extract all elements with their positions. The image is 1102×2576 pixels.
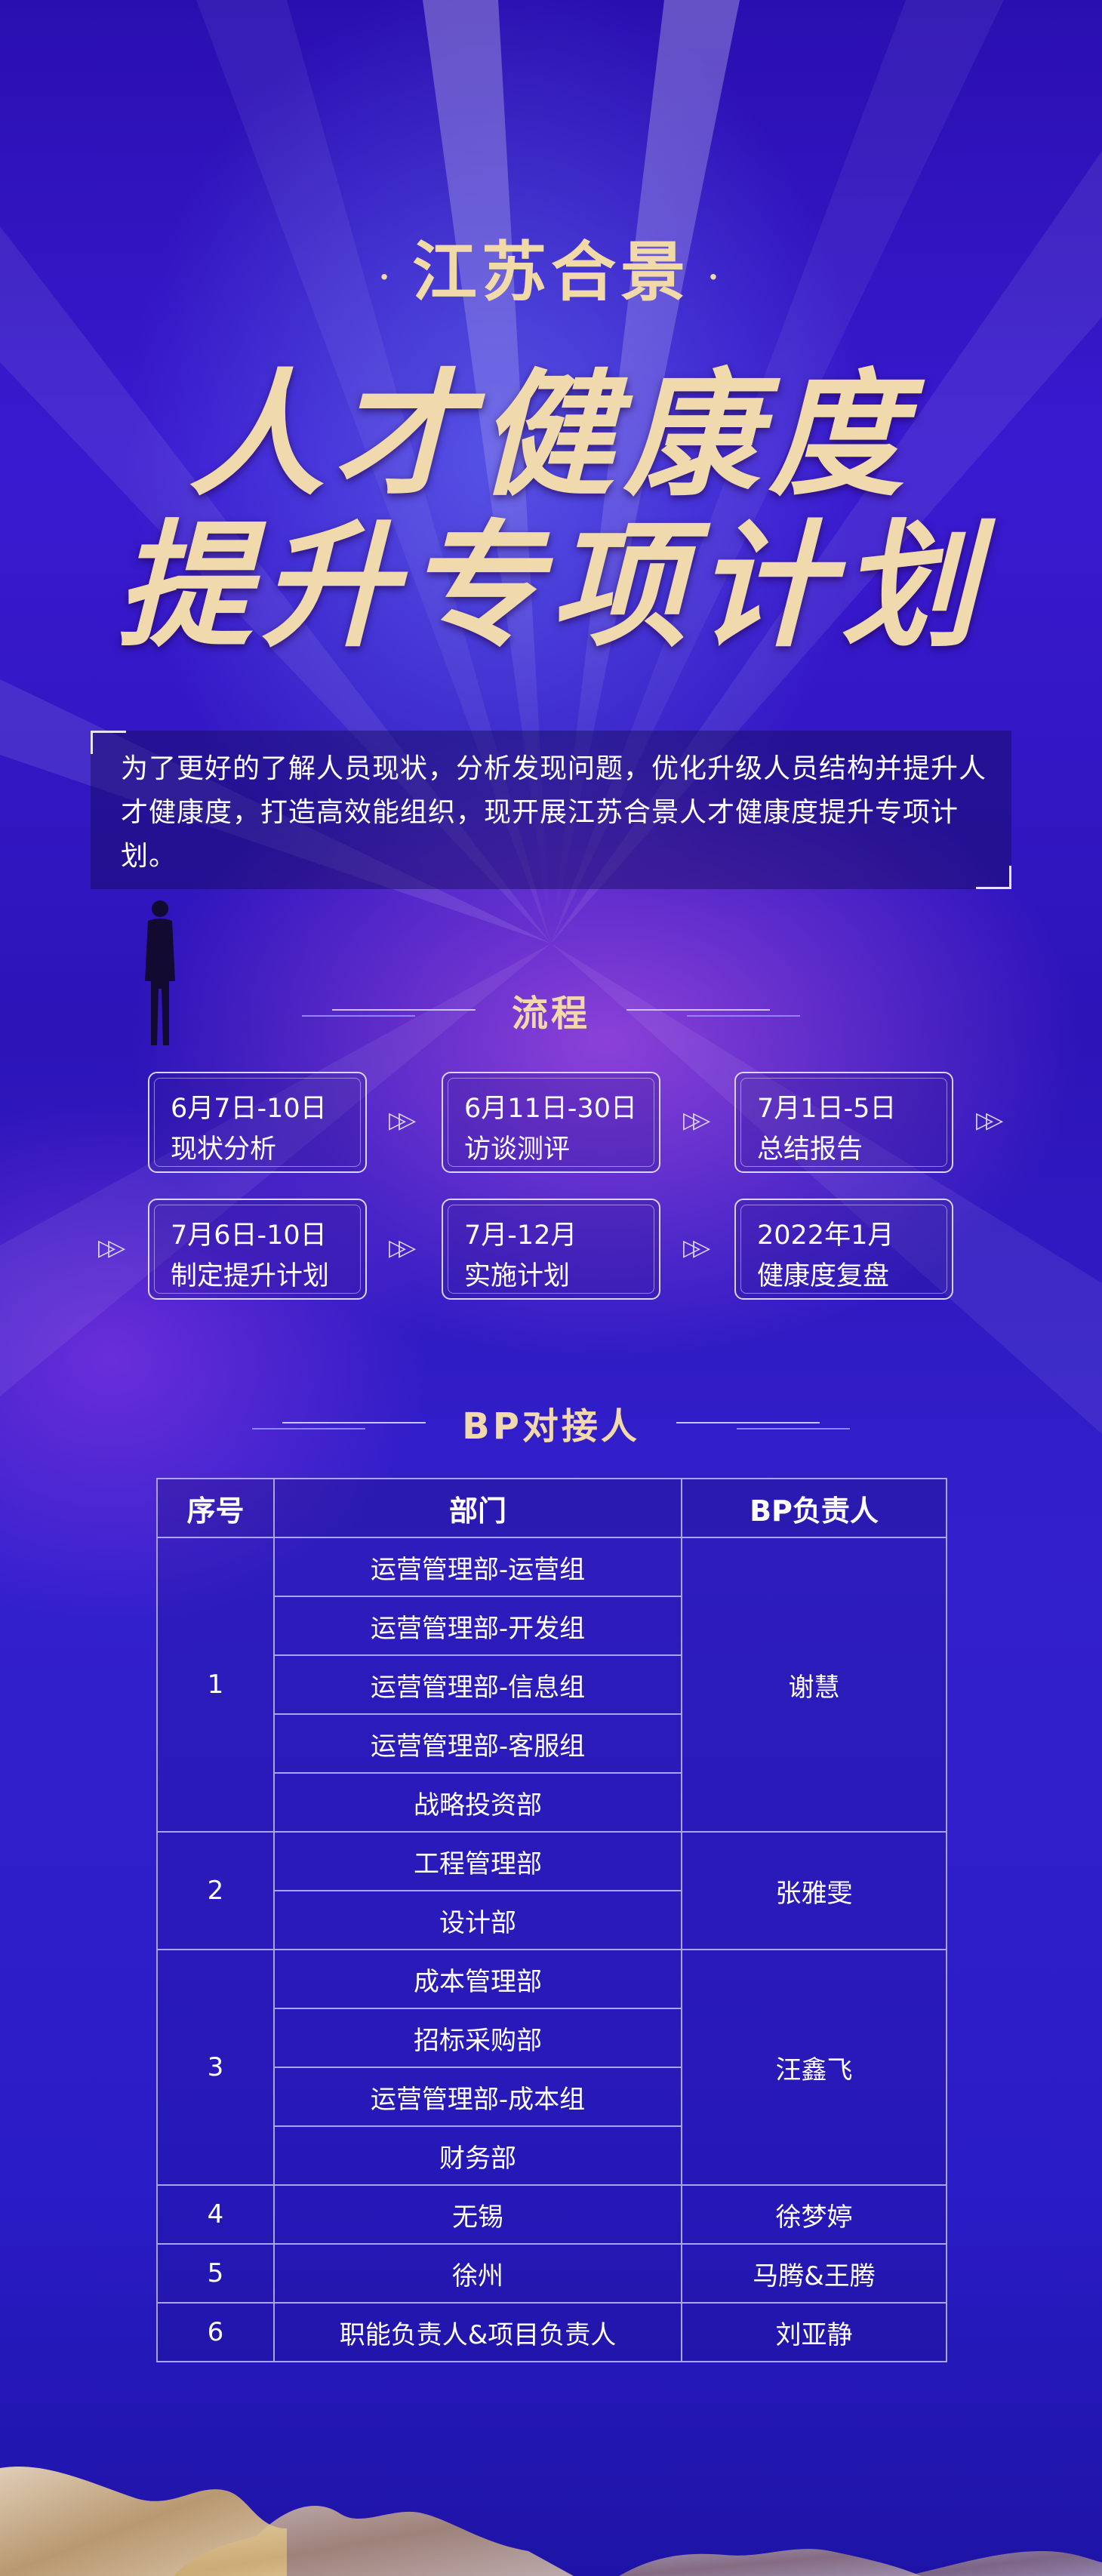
title-line-1: 人才健康度 [188,355,913,515]
dept-cell: 徐州 [273,2243,682,2304]
arrow-icon: ▷▷ [976,1107,1003,1134]
dept-cell: 运营管理部-成本组 [273,2067,682,2127]
divider [676,1422,850,1430]
table-row: 5 徐州 马腾&王腾 [156,2243,947,2304]
arrow-icon: ▷▷ [389,1235,416,1261]
step-date: 7月6日-10日 [171,1220,327,1251]
table-row: 6 职能负责人&项目负责人 刘亚静 [156,2302,947,2362]
owner-cell: 马腾&王腾 [681,2243,947,2304]
divider [301,1009,476,1017]
owner-cell: 谢慧 [681,1537,947,1833]
bp-table: 序号 部门 BP负责人 1 运营管理部-运营组 谢慧 运营管理部-开发组 运营管… [156,1478,947,2362]
step-name: 健康度复盘 [757,1261,890,1291]
dept-cell: 运营管理部-信息组 [273,1654,682,1715]
arrow-icon: ▷▷ [98,1235,125,1261]
process-step: 7月1日-5日 总结报告 [734,1072,953,1173]
owner-cell: 徐梦婷 [681,2184,947,2245]
table-row: 招标采购部 [157,2008,947,2068]
arrow-icon: ▷▷ [683,1235,710,1261]
header-no: 序号 [156,1478,275,1538]
dept-cell: 招标采购部 [273,2008,682,2068]
process-title: 流程 [511,993,590,1035]
table-row: 设计部 [157,1890,947,1950]
step-date: 6月11日-30日 [464,1094,637,1124]
dept-cell: 运营管理部-运营组 [273,1537,682,1597]
table-row: 运营管理部-开发组 [157,1596,947,1656]
group-no: 1 [156,1537,275,1833]
header-dept: 部门 [273,1478,682,1538]
owner-cell: 刘亚静 [681,2302,947,2362]
table-row: 战略投资部 [157,1772,947,1833]
bp-header: BP对接人 [0,1396,1102,1449]
gold-brush-decoration [0,2467,1102,2576]
company-title: ·江苏合景· [379,234,723,310]
intro-text: 为了更好的了解人员现状，分析发现问题，优化升级人员结构并提升人才健康度，打造高效… [121,753,987,872]
group-no: 5 [156,2243,275,2304]
corner-decoration [91,731,126,754]
bp-title: BP对接人 [462,1405,640,1448]
owner-cell: 张雅雯 [681,1831,947,1950]
step-name: 制定提升计划 [171,1261,330,1291]
divider [626,1009,800,1017]
table-row: 运营管理部-成本组 [157,2067,947,2127]
title-line-2: 提升专项计划 [115,506,986,666]
process-step: 2022年1月 健康度复盘 [734,1199,953,1300]
process-step: 7月-12月 实施计划 [442,1199,660,1300]
step-date: 7月-12月 [464,1220,577,1251]
process-step: 7月6日-10日 制定提升计划 [148,1199,367,1300]
table-header-row: 序号 部门 BP负责人 [156,1478,947,1538]
group-no: 3 [156,1949,275,2186]
table-row: 1 运营管理部-运营组 谢慧 [156,1537,947,1833]
dept-cell: 职能负责人&项目负责人 [273,2302,682,2362]
step-name: 总结报告 [757,1134,863,1165]
corner-decoration [976,866,1011,889]
process-step: 6月11日-30日 访谈测评 [442,1072,660,1173]
dept-cell: 运营管理部-开发组 [273,1596,682,1656]
dept-cell: 财务部 [273,2125,682,2186]
group-no: 2 [156,1831,275,1950]
table-row: 运营管理部-客服组 [157,1713,947,1774]
owner-cell: 汪鑫飞 [681,1949,947,2186]
dept-cell: 运营管理部-客服组 [273,1713,682,1774]
step-date: 6月7日-10日 [171,1094,327,1124]
table-row: 3 成本管理部 汪鑫飞 [156,1949,947,2186]
dept-cell: 无锡 [273,2184,682,2245]
dept-cell: 成本管理部 [273,1949,682,2009]
arrow-icon: ▷▷ [683,1107,710,1134]
process-header: 流程 [0,983,1102,1036]
group-no: 4 [156,2184,275,2245]
process-step: 6月7日-10日 现状分析 [148,1072,367,1173]
person-silhouette-icon [145,900,175,1045]
dept-cell: 战略投资部 [273,1772,682,1833]
header-owner: BP负责人 [681,1478,947,1538]
arrow-icon: ▷▷ [389,1107,416,1134]
step-name: 现状分析 [171,1134,277,1165]
divider [252,1422,426,1430]
step-name: 实施计划 [464,1261,571,1291]
table-row: 2 工程管理部 张雅雯 [156,1831,947,1950]
dept-cell: 工程管理部 [273,1831,682,1891]
step-date: 7月1日-5日 [757,1094,897,1124]
table-row: 财务部 [157,2125,947,2186]
table-row: 4 无锡 徐梦婷 [156,2184,947,2245]
step-name: 访谈测评 [464,1134,571,1165]
dept-cell: 设计部 [273,1890,682,1950]
step-date: 2022年1月 [757,1220,894,1251]
group-no: 6 [156,2302,275,2362]
table-row: 运营管理部-信息组 [157,1654,947,1715]
intro-box: 为了更好的了解人员现状，分析发现问题，优化升级人员结构并提升人才健康度，打造高效… [91,731,1011,889]
